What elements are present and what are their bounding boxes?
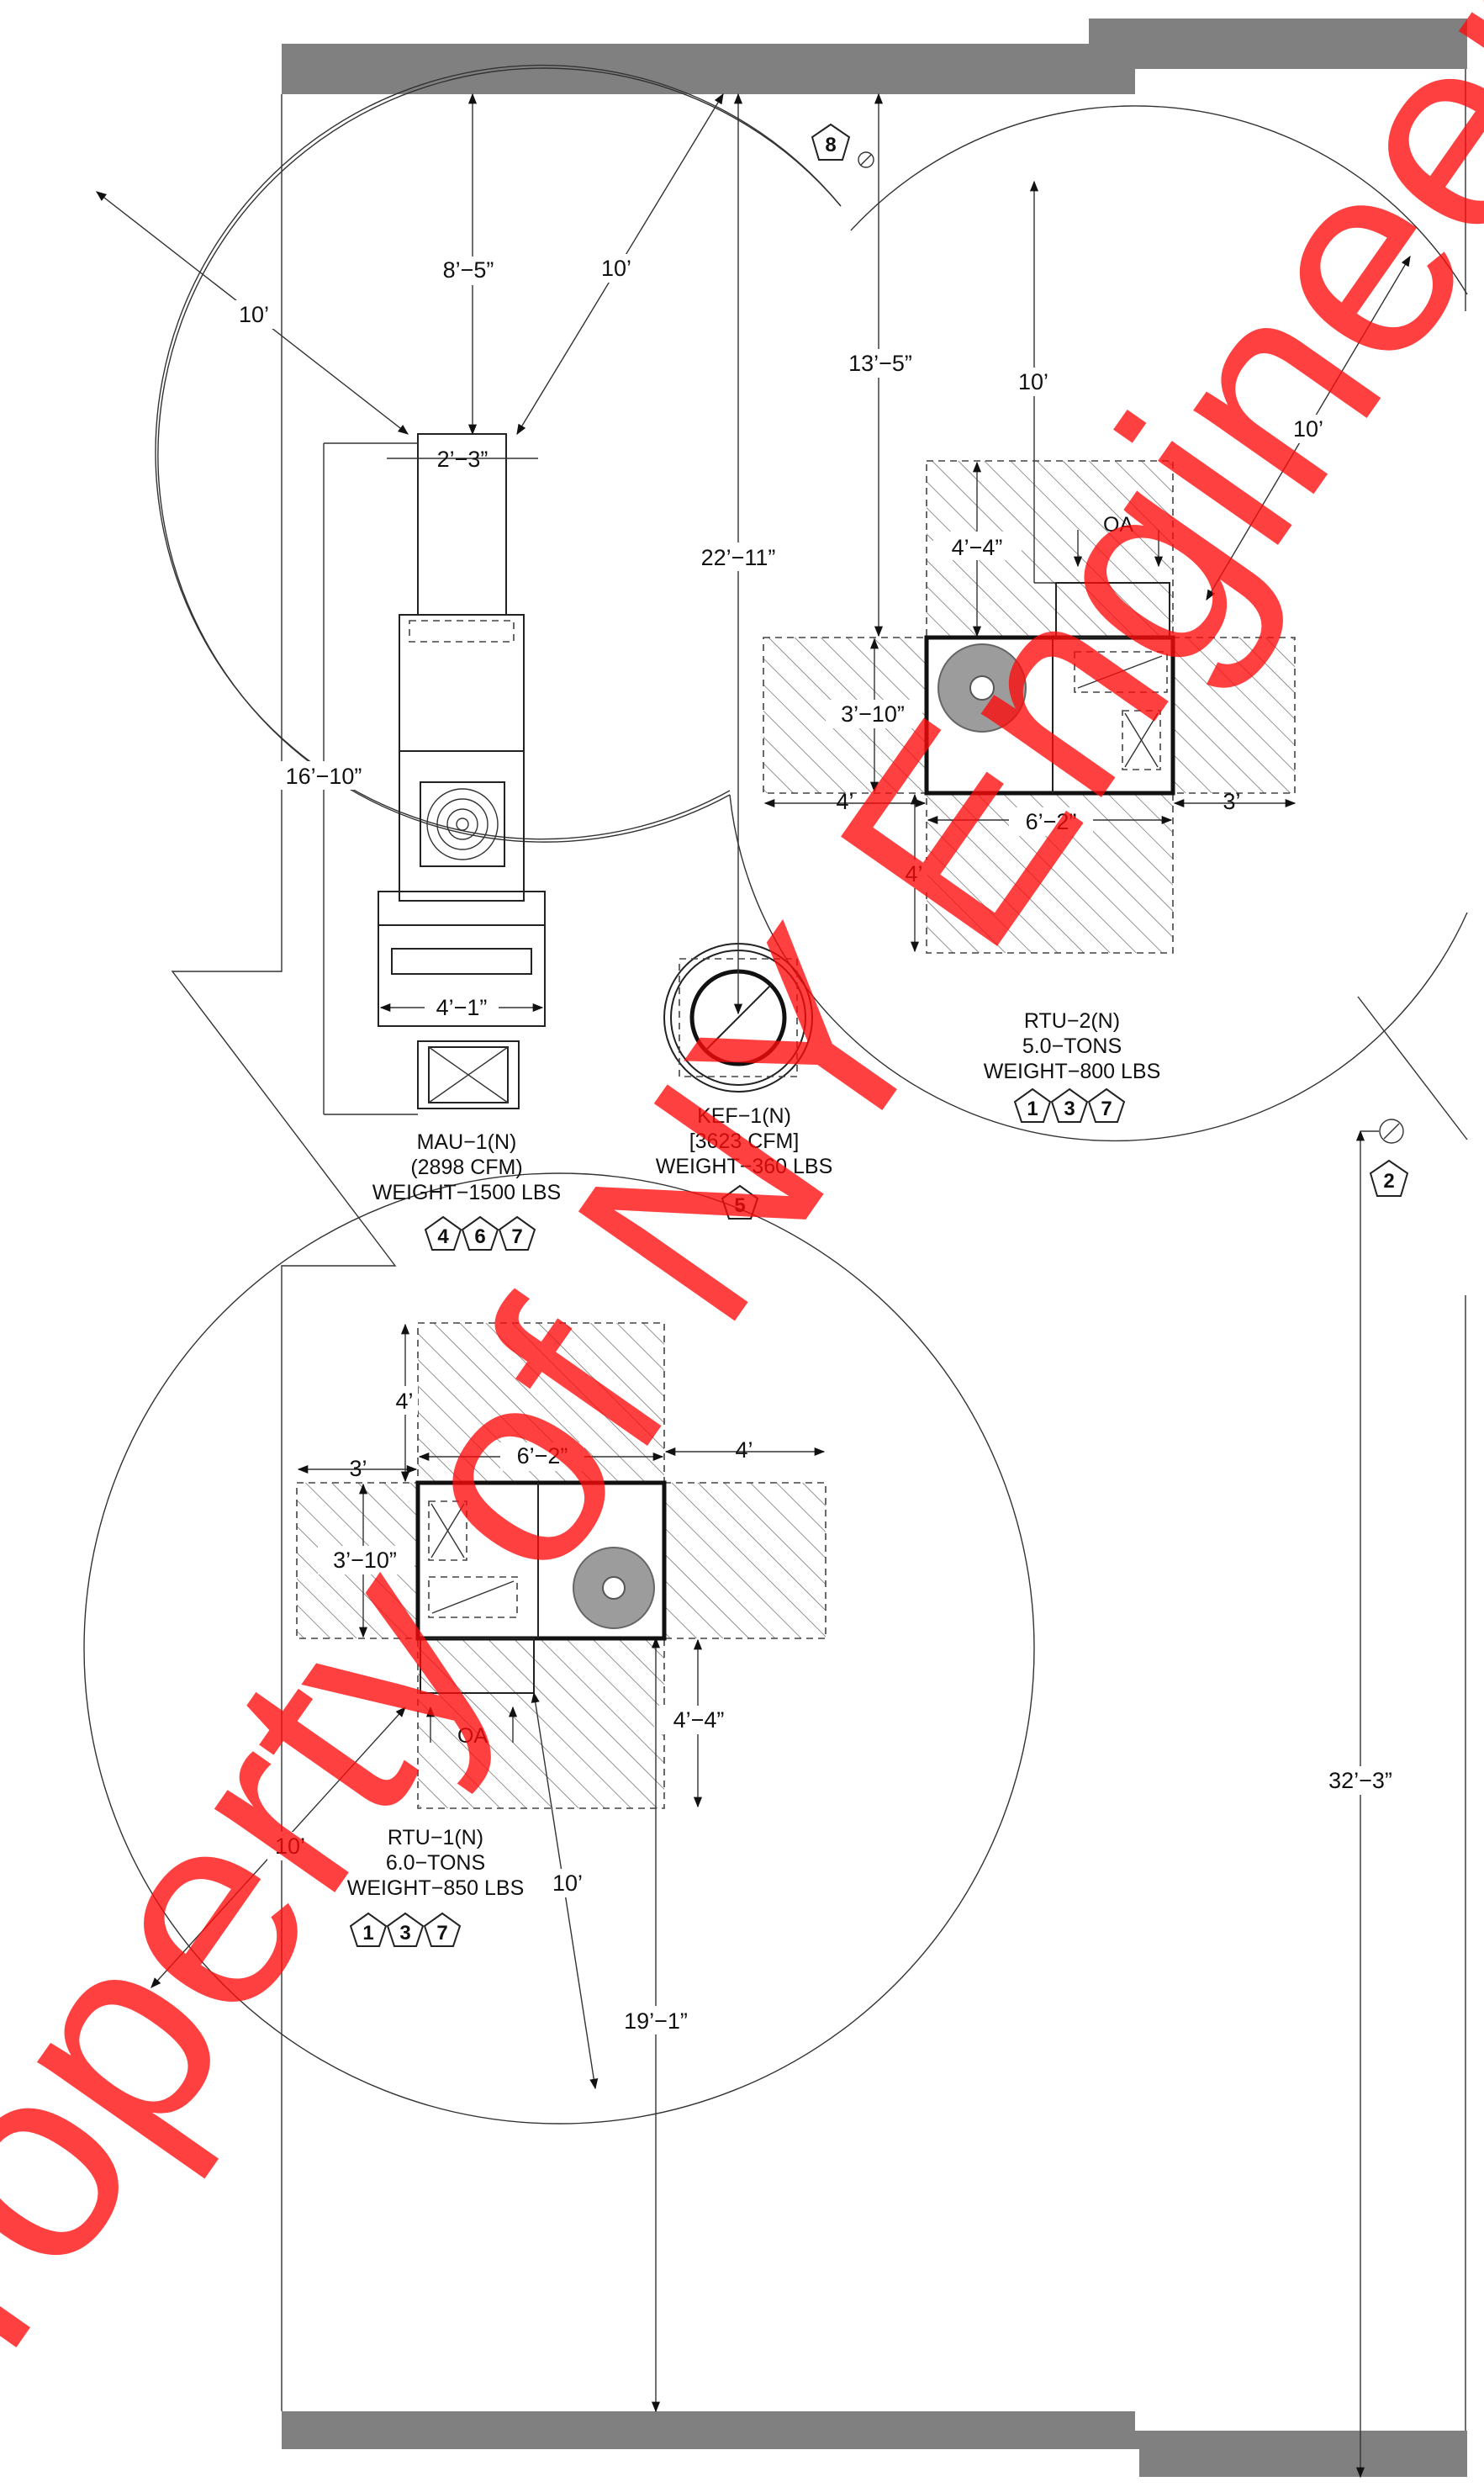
dim-4-rtu2-left: 4’ bbox=[836, 789, 853, 814]
dim-8-5: 8’−5” bbox=[443, 257, 494, 283]
dim-10-mau-left: 10’ bbox=[239, 302, 269, 327]
dim-3-10-rtu2: 3’−10” bbox=[841, 701, 905, 727]
rtu-1-dimensions: 4’ 3’ 6’−2” 4’ 3’−10” 4’−4” 10’ 10’ 19’−… bbox=[151, 1130, 1411, 2479]
svg-text:7: 7 bbox=[436, 1922, 447, 1945]
dim-10-rtu2-diag: 10’ bbox=[1293, 416, 1323, 442]
dim-3-rtu2-right: 3’ bbox=[1223, 789, 1240, 814]
rtu-1-label: RTU−1(N) 6.0−TONS WEIGHT−850 LBS 1 3 7 bbox=[347, 1826, 525, 1947]
mau-1-tag-7: 7 bbox=[498, 1215, 536, 1251]
svg-text:1: 1 bbox=[1027, 1098, 1038, 1120]
rtu-1-tag-7: 7 bbox=[423, 1912, 462, 1947]
svg-text:1: 1 bbox=[362, 1922, 373, 1945]
dim-3-rtu1-left: 3’ bbox=[349, 1456, 367, 1481]
dim-19-1: 19’−1” bbox=[624, 2008, 688, 2034]
rtu-2-oa: OA bbox=[1103, 513, 1133, 537]
rtu-2-tag-3: 3 bbox=[1050, 1087, 1089, 1123]
mau-1-name: MAU−1(N) bbox=[417, 1130, 517, 1154]
rtu-2-name: RTU−2(N) bbox=[1024, 1009, 1120, 1033]
dim-10-mau-right: 10’ bbox=[601, 256, 631, 281]
mau-1-cfm: (2898 CFM) bbox=[410, 1156, 522, 1179]
dim-32-3: 32’−3” bbox=[1328, 1768, 1392, 1793]
mau-dimensions: 8’−5” 10’ 10’ 2’−3” 16’−10” 4’−1” bbox=[96, 93, 724, 1115]
kef-1-tag-5: 5 bbox=[721, 1184, 759, 1220]
rtu-1-name: RTU−1(N) bbox=[388, 1826, 483, 1849]
dim-10-rtu1-bottom: 10’ bbox=[552, 1871, 583, 1896]
dim-3-10-rtu1: 3’−10” bbox=[333, 1548, 397, 1573]
parapet-walls bbox=[171, 19, 1468, 2477]
dim-4-rtu2-bottom: 4’ bbox=[905, 861, 922, 886]
rtu-1-weight: WEIGHT−850 LBS bbox=[347, 1876, 525, 1900]
dim-6-2-rtu1: 6’−2” bbox=[517, 1443, 568, 1468]
dim-10-rtu2-vert: 10’ bbox=[1018, 369, 1048, 394]
kef-1-cfm: [3623 CFM] bbox=[689, 1130, 800, 1153]
svg-text:2: 2 bbox=[1383, 1170, 1394, 1193]
rtu-1-tag-3: 3 bbox=[386, 1912, 425, 1947]
rtu-2-label: RTU−2(N) 5.0−TONS WEIGHT−800 LBS 1 3 7 bbox=[984, 1009, 1161, 1123]
rtu-2-tag-7: 7 bbox=[1087, 1087, 1126, 1123]
note-2-marker: 2 bbox=[1369, 1119, 1409, 1197]
mau-1-weight: WEIGHT−1500 LBS bbox=[372, 1181, 561, 1204]
svg-text:3: 3 bbox=[1064, 1098, 1075, 1120]
mau-1-tag-4: 4 bbox=[424, 1215, 462, 1251]
dim-4-rtu1-top: 4’ bbox=[395, 1389, 413, 1414]
mau-1-label: MAU−1(N) (2898 CFM) WEIGHT−1500 LBS 4 6 … bbox=[372, 1130, 561, 1251]
kef-1-name: KEF−1(N) bbox=[697, 1104, 791, 1128]
rtu-2-weight: WEIGHT−800 LBS bbox=[984, 1060, 1161, 1083]
dim-13-5: 13’−5” bbox=[848, 351, 912, 376]
rtu-2-dimensions: 13’−5” 10’ 10’ 4’−4” 3’−10” 4’ 3’ 6’−2” … bbox=[763, 93, 1411, 953]
kef-1-fan[interactable]: 22’−11” bbox=[663, 93, 813, 1093]
svg-text:7: 7 bbox=[1101, 1098, 1112, 1120]
dim-4-rtu1-right: 4’ bbox=[735, 1437, 753, 1463]
svg-text:6: 6 bbox=[474, 1225, 485, 1248]
svg-text:4: 4 bbox=[437, 1225, 449, 1248]
rtu-1-tag-1: 1 bbox=[349, 1912, 388, 1947]
dim-22-11: 22’−11” bbox=[701, 545, 776, 570]
rtu-2-unit[interactable]: OA bbox=[763, 460, 1296, 954]
svg-text:5: 5 bbox=[734, 1194, 745, 1217]
svg-text:7: 7 bbox=[511, 1225, 522, 1248]
dim-2-3: 2’−3” bbox=[437, 447, 489, 472]
dim-16-10: 16’−10” bbox=[286, 764, 362, 789]
svg-text:8: 8 bbox=[825, 134, 836, 156]
dim-4-4-rtu2: 4’−4” bbox=[952, 535, 1003, 560]
svg-text:3: 3 bbox=[399, 1922, 410, 1945]
rtu-2-tag-1: 1 bbox=[1013, 1087, 1052, 1123]
mau-1-tag-6: 6 bbox=[461, 1215, 499, 1251]
rtu-2-tons: 5.0−TONS bbox=[1022, 1034, 1122, 1058]
kef-1-label: KEF−1(N) [3623 CFM] WEIGHT−360 LBS 5 bbox=[656, 1104, 833, 1220]
dim-10-rtu1-left: 10’ bbox=[275, 1834, 305, 1859]
dim-6-2-rtu2: 6’−2” bbox=[1026, 809, 1077, 834]
dim-4-4-rtu1: 4’−4” bbox=[673, 1707, 725, 1733]
mau-1-unit[interactable] bbox=[378, 433, 546, 1109]
note-8-marker: 8 bbox=[811, 123, 874, 168]
dim-4-1: 4’−1” bbox=[436, 995, 488, 1020]
rtu-1-oa: OA bbox=[457, 1724, 488, 1748]
kef-1-weight: WEIGHT−360 LBS bbox=[656, 1155, 833, 1178]
rtu-1-tons: 6.0−TONS bbox=[386, 1851, 485, 1875]
